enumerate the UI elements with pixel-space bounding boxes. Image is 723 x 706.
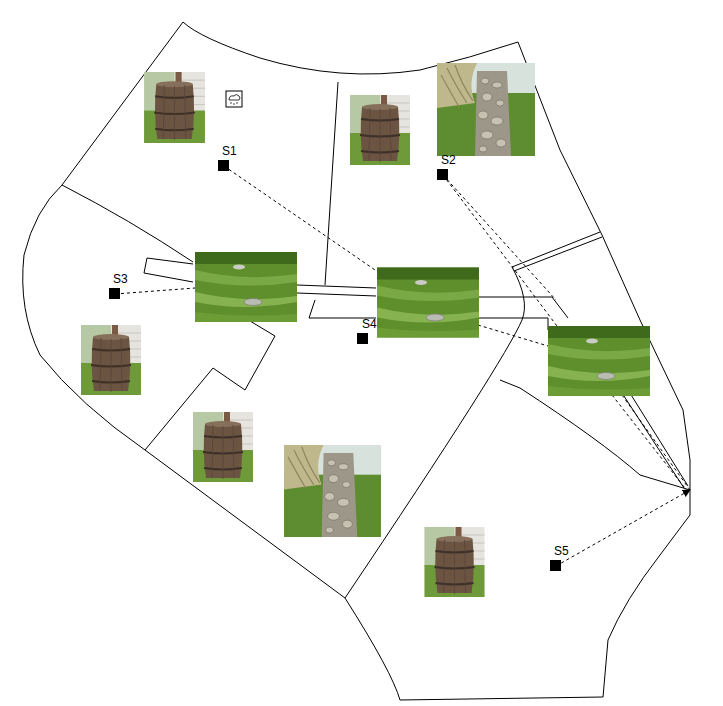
photos — [81, 63, 650, 597]
subcatchment-label: S4 — [362, 317, 377, 331]
outlet-links — [115, 166, 690, 566]
subcatchment-label: S3 — [113, 272, 128, 286]
subcatchment-label: S1 — [222, 144, 237, 158]
subcatchment-label: S5 — [554, 544, 569, 558]
subcatchment-label: S2 — [441, 153, 456, 167]
subcatchment-outlines — [23, 22, 690, 700]
subcatchment-centroids — [109, 160, 561, 571]
rain-gage-symbol — [226, 91, 242, 107]
